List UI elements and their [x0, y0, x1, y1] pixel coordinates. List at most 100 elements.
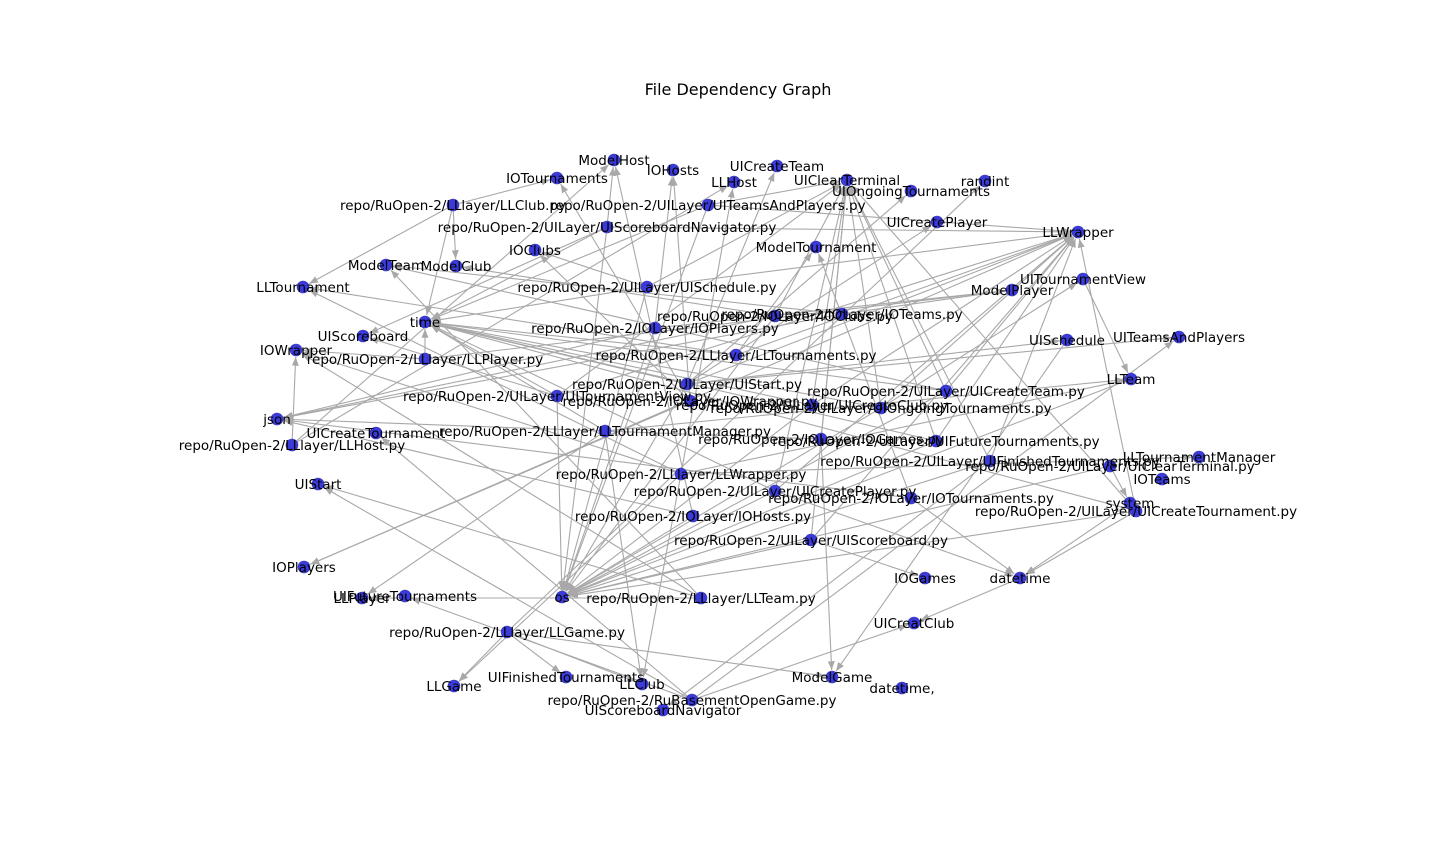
- node-repo_IOHostspy[interactable]: [686, 509, 700, 523]
- node-LLTournamentManager[interactable]: [1192, 450, 1206, 464]
- node-UIOngoingTournaments[interactable]: [904, 184, 918, 198]
- node-label-repo_IOClubspy: repo/RuOpen-2/IOLayer/IOClubs.py: [657, 309, 893, 325]
- node-LLTournament[interactable]: [296, 280, 310, 294]
- node-LLWrapper[interactable]: [1071, 225, 1085, 239]
- node-UIFutureTournaments[interactable]: [398, 589, 412, 603]
- node-label-repo_IOTournamentspy: repo/RuOpen-2/IOLayer/IOTournaments.py: [768, 491, 1054, 507]
- node-UITeamsAndPlayers[interactable]: [1172, 330, 1186, 344]
- node-repo_UIStartpy[interactable]: [680, 377, 694, 391]
- node-ModelPlayer[interactable]: [1005, 283, 1019, 297]
- node-repo_UICreatePlayerpy[interactable]: [768, 484, 782, 498]
- node-time[interactable]: [418, 315, 432, 329]
- node-UISchedule[interactable]: [1060, 333, 1074, 347]
- node-repo_UIClearTerminalpy[interactable]: [1103, 459, 1117, 473]
- node-repo_LLGamepy[interactable]: [500, 625, 514, 639]
- node-UIClearTerminal[interactable]: [840, 173, 854, 187]
- node-IOClubs[interactable]: [528, 243, 542, 257]
- node-IOTournaments[interactable]: [550, 171, 564, 185]
- edge-repo_IOTeamspy-to-ModelPlayer: [847, 288, 1006, 314]
- node-repo_IOClubspy[interactable]: [768, 309, 782, 323]
- node-LLClub[interactable]: [635, 677, 649, 691]
- node-repo_IOWrapperpy[interactable]: [683, 394, 697, 408]
- edge-repo_UIScoreboardNavigatorpy-to-os: [560, 232, 607, 591]
- node-repo_UICreateTournamentpy[interactable]: [1129, 504, 1143, 518]
- node-repo_UICreateClubpy[interactable]: [805, 398, 819, 412]
- edge-repo_IOTournamentspy-to-datetime: [915, 501, 1015, 575]
- node-repo_UIFutureTournamentspy[interactable]: [929, 434, 943, 448]
- node-ModelClub[interactable]: [449, 259, 463, 273]
- edge-repo_LLWrapperpy-to-LLTeam: [686, 378, 1125, 474]
- node-repo_LLTournamentManagerpy[interactable]: [598, 424, 612, 438]
- node-datetime_comma[interactable]: [895, 681, 909, 695]
- edge-repo_LLTournamentspy-to-LLTournament: [309, 285, 731, 355]
- node-randint[interactable]: [978, 174, 992, 188]
- node-IOPlayers[interactable]: [297, 560, 311, 574]
- node-repo_IOTeamspy[interactable]: [835, 307, 849, 321]
- node-repo_LLPlayerpy[interactable]: [418, 352, 432, 366]
- node-LLHost[interactable]: [727, 175, 741, 189]
- node-repo_UIScoreboardpy[interactable]: [804, 533, 818, 547]
- node-UIStart[interactable]: [311, 477, 325, 491]
- node-repo_LLTeampy[interactable]: [694, 591, 708, 605]
- edge-repo_UICreatePlayerpy-to-LLWrapper: [779, 236, 1074, 488]
- node-repo_UIScoreboardNavigatorpy[interactable]: [600, 220, 614, 234]
- edge-repo_LLHostpy-to-LLHost: [296, 185, 729, 443]
- node-UICreateTeam[interactable]: [770, 159, 784, 173]
- node-repo_LLClubpy[interactable]: [446, 198, 460, 212]
- node-repo_UITeamsAndPlayerspy[interactable]: [701, 198, 715, 212]
- node-label-ModelClub: ModelClub: [421, 259, 492, 275]
- node-datetime[interactable]: [1013, 571, 1027, 585]
- node-layer: [270, 153, 1206, 717]
- node-label-randint: randint: [961, 174, 1010, 190]
- node-UIScoreboard[interactable]: [356, 329, 370, 343]
- node-UIScoreboardNavigator[interactable]: [656, 703, 670, 717]
- node-UICreatePlayer[interactable]: [930, 215, 944, 229]
- node-repo_UIOngoingTournamentspy[interactable]: [874, 401, 888, 415]
- node-repo_UISchedulepy[interactable]: [640, 280, 654, 294]
- node-LLTeam[interactable]: [1124, 372, 1138, 386]
- edge-repo_UISchedulepy-to-LLWrapper: [652, 230, 1072, 287]
- edge-repo_UISchedulepy-to-IOClubs: [541, 251, 642, 286]
- node-repo_UITournamentViewpy[interactable]: [550, 389, 564, 403]
- node-repo_LLWrapperpy[interactable]: [674, 467, 688, 481]
- node-label-repo_LLHostpy: repo/RuOpen-2/LLlayer/LLHost.py: [179, 438, 405, 454]
- node-json[interactable]: [270, 412, 284, 426]
- node-IOHosts[interactable]: [666, 163, 680, 177]
- node-repo_IOPlayerspy[interactable]: [648, 321, 662, 335]
- edge-repo_UICreateTeampy-to-LLWrapper: [949, 237, 1074, 387]
- edge-repo_LLClubpy-to-LLTournament: [308, 207, 448, 285]
- node-label-os: os: [554, 590, 569, 606]
- node-LLGame[interactable]: [447, 679, 461, 693]
- node-repo_RuBasementpy[interactable]: [685, 693, 699, 707]
- node-IOTeams[interactable]: [1155, 472, 1169, 486]
- edge-repo_UIScoreboardNavigatorpy-to-time: [430, 229, 602, 320]
- node-UICreateTournament[interactable]: [369, 426, 383, 440]
- node-repo_UIFinishedTournamentspy[interactable]: [983, 454, 997, 468]
- edge-repo_LLGamepy-to-randint: [510, 185, 981, 629]
- node-label-repo_UITeamsAndPlayerspy: repo/RuOpen-2/UILayer/UITeamsAndPlayers.…: [550, 198, 865, 214]
- node-UICreatClub[interactable]: [907, 616, 921, 630]
- node-label-UIScoreboard: UIScoreboard: [318, 329, 409, 345]
- node-IOGames[interactable]: [918, 571, 932, 585]
- edge-repo_IOWrapperpy-to-IOHosts: [670, 176, 691, 396]
- node-label-UIScoreboardNavigator: UIScoreboardNavigator: [585, 703, 742, 719]
- node-os[interactable]: [555, 590, 569, 604]
- node-UITournamentView[interactable]: [1076, 272, 1090, 286]
- node-label-repo_LLClubpy: repo/RuOpen-2/LLlayer/LLClub.py: [340, 198, 566, 214]
- node-label-LLWrapper: LLWrapper: [1042, 225, 1114, 241]
- node-ModelTeam[interactable]: [379, 258, 393, 272]
- node-label-LLClub: LLClub: [619, 677, 664, 693]
- node-ModelGame[interactable]: [825, 670, 839, 684]
- node-ModelHost[interactable]: [607, 153, 621, 167]
- edge-repo_LLClubpy-to-ModelClub: [451, 210, 459, 260]
- node-LLPlayer[interactable]: [355, 591, 369, 605]
- edge-repo_LLGamepy-to-UIFinishedTournaments: [511, 635, 561, 674]
- node-repo_IOTournamentspy[interactable]: [904, 491, 918, 505]
- node-repo_IOGamespy[interactable]: [814, 432, 828, 446]
- node-repo_LLHostpy[interactable]: [285, 438, 299, 452]
- node-UIFinishedTournaments[interactable]: [559, 670, 573, 684]
- node-ModelTournament[interactable]: [809, 240, 823, 254]
- node-repo_LLTournamentspy[interactable]: [729, 348, 743, 362]
- node-IOWrapper[interactable]: [289, 343, 303, 357]
- node-repo_UICreateTeampy[interactable]: [939, 384, 953, 398]
